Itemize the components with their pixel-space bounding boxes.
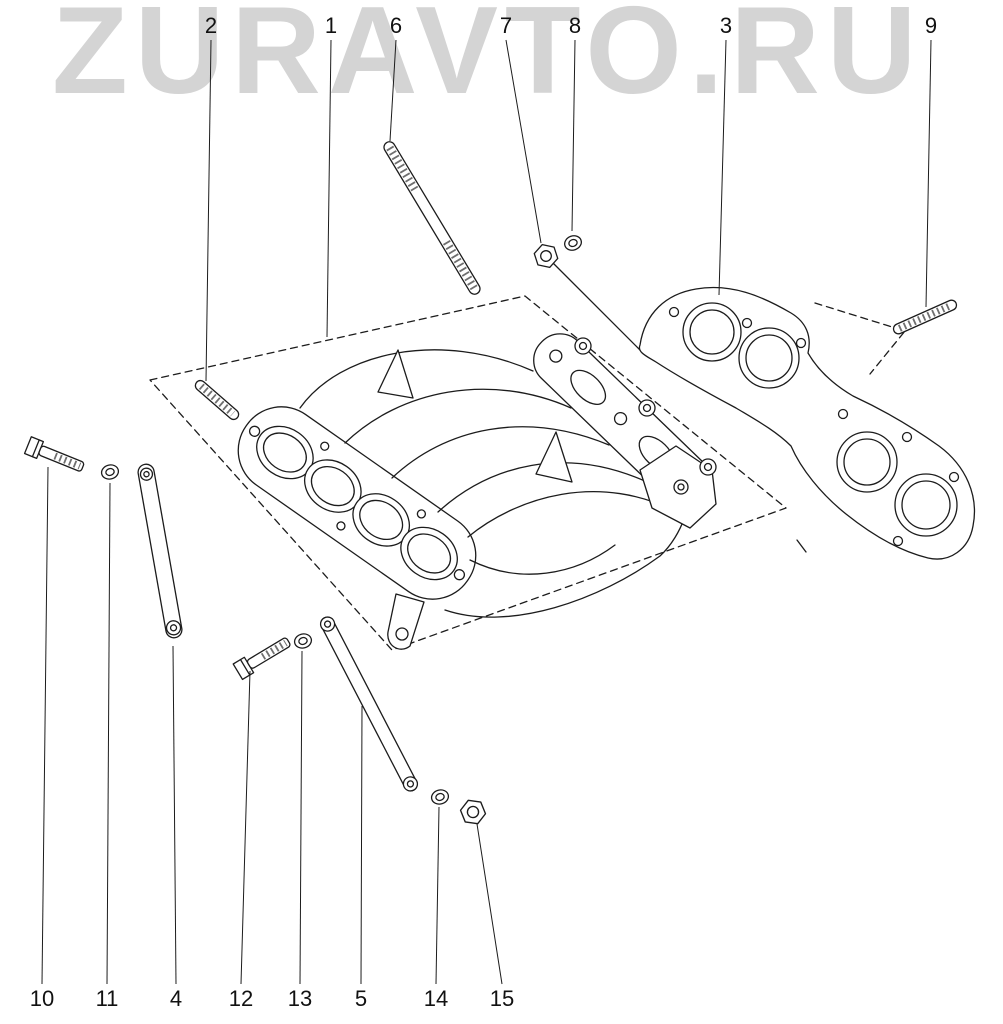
callout-7: 7 — [500, 13, 512, 38]
callout-2: 2 — [205, 13, 217, 38]
callout-12: 12 — [229, 986, 253, 1011]
leader-line-14 — [435, 806, 440, 985]
construction-lines — [552, 262, 906, 553]
part-11-washer — [99, 462, 121, 482]
callout-8: 8 — [569, 13, 581, 38]
manifold-dashed-envelope — [149, 295, 787, 651]
part-13-washer — [292, 631, 314, 651]
part-3-gasket-drawing — [638, 286, 976, 560]
leader-line-9 — [925, 39, 932, 308]
part-2-stud — [194, 379, 240, 421]
part-15-nut — [458, 798, 488, 826]
site-watermark: ZURAVTO.RU — [52, 0, 924, 120]
leader-line-13 — [299, 650, 303, 985]
leader-line-15 — [476, 823, 503, 985]
part-6-stud — [383, 141, 481, 295]
part-4-bracket — [137, 463, 183, 639]
leader-line-6 — [389, 39, 397, 142]
callout-4: 4 — [170, 986, 182, 1011]
leader-line-1 — [326, 39, 332, 338]
callout-6: 6 — [390, 13, 402, 38]
part-12-bolt — [233, 634, 293, 680]
callout-11: 11 — [96, 986, 119, 1011]
leader-line-3 — [718, 39, 727, 296]
part-8-washer — [561, 232, 585, 254]
part-9-stud — [892, 299, 958, 335]
leader-lines — [41, 39, 932, 985]
callout-13: 13 — [288, 986, 312, 1011]
part-10-bolt — [25, 437, 86, 476]
callout-9: 9 — [925, 13, 937, 38]
leader-line-8 — [571, 39, 576, 232]
leader-line-5 — [360, 705, 363, 985]
callout-labels: 2 1 6 7 8 3 9 10 11 4 12 13 5 14 15 — [30, 13, 937, 1011]
part-14-washer — [429, 787, 451, 807]
callout-10: 10 — [30, 986, 54, 1011]
part-5-link — [319, 616, 419, 792]
callout-1: 1 — [325, 13, 337, 38]
callout-3: 3 — [720, 13, 732, 38]
leader-line-7 — [505, 39, 542, 244]
leader-line-4 — [172, 645, 177, 985]
callout-5: 5 — [355, 986, 367, 1011]
part-1-manifold-drawing — [149, 295, 787, 651]
manifold-port-flange — [237, 406, 477, 600]
leader-line-12 — [240, 670, 251, 985]
callout-15: 15 — [490, 986, 514, 1011]
leader-line-10 — [41, 466, 49, 985]
leader-line-11 — [106, 482, 111, 985]
leader-line-2 — [205, 39, 212, 382]
callout-14: 14 — [424, 986, 448, 1011]
